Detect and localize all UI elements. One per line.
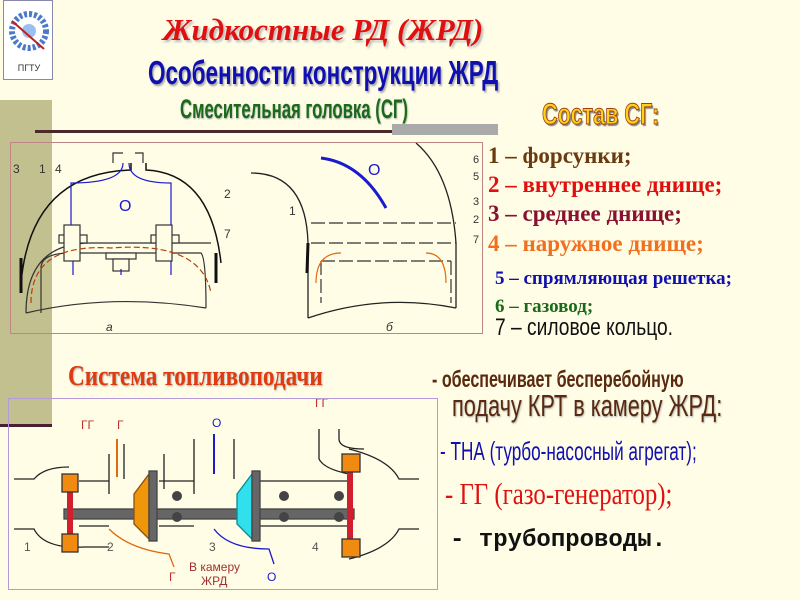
- label-to-chamber-2: ЖРД: [201, 574, 227, 588]
- university-logo: ПГТУ: [3, 0, 53, 80]
- logo-text: ПГТУ: [18, 63, 41, 73]
- label-2-a: 2: [224, 187, 231, 201]
- feed-item-tna: - ТНА (турбо-насосный агрегат);: [440, 436, 697, 466]
- title-rule: [35, 130, 497, 133]
- divider: [0, 424, 52, 427]
- label-to-chamber: В камеру: [189, 560, 240, 574]
- label-6-b: 6: [473, 154, 479, 166]
- title-rule-accent: [392, 124, 498, 135]
- label-3-b: 3: [473, 196, 479, 208]
- label-fuel-in: Г: [117, 418, 124, 432]
- label-4-a: 4: [55, 162, 62, 176]
- label-2: 2: [107, 540, 114, 554]
- composition-item-4: 4 – наружное днище;: [488, 231, 704, 256]
- label-gg-right: ГГ: [315, 399, 328, 410]
- label-2-b: 2: [473, 214, 479, 226]
- label-gg-left: ГГ: [81, 418, 94, 432]
- feed-item-pipes: - трубопроводы.: [450, 527, 667, 554]
- caption-b: б: [386, 320, 394, 332]
- section-title: Смесительная головка (СГ): [180, 94, 408, 124]
- label-oxidizer-a: О: [119, 198, 131, 215]
- turbopump-diagram: ГГ Г О ГГ Г О В камеру ЖРД 1 2 3 4: [8, 396, 438, 590]
- composition-item-2: 2 – внутреннее днище;: [488, 172, 723, 197]
- label-5-b: 5: [473, 171, 479, 183]
- feed-item-gg: - ГГ (газо-генератор);: [445, 476, 673, 511]
- label-1-a: 1: [39, 162, 46, 176]
- label-4: 4: [312, 540, 319, 554]
- label-1-b: 1: [289, 204, 296, 218]
- label-oxidizer-b: О: [368, 162, 380, 179]
- composition-item-7: 7 – силовое кольцо.: [495, 314, 673, 341]
- composition-item-1: 1 – форсунки;: [488, 143, 632, 168]
- feed-system-text-2: подачу КРТ в камеру ЖРД:: [452, 388, 723, 423]
- label-7-b: 7: [473, 234, 479, 246]
- decorative-sidebar-bar: [0, 100, 52, 425]
- composition-item-5: 5 – спрямляющая решетка;: [495, 268, 732, 289]
- label-3: 3: [209, 540, 216, 554]
- label-1: 1: [24, 540, 31, 554]
- composition-item-6: 6 – газовод;: [495, 296, 594, 317]
- caption-a: а: [106, 320, 113, 332]
- slide-subtitle: Особенности конструкции ЖРД: [148, 54, 499, 91]
- feed-system-heading: Система топливоподачи: [68, 360, 323, 392]
- label-7-a: 7: [224, 227, 231, 241]
- label-oxidizer-out: О: [267, 570, 276, 584]
- feed-system-text: - обеспечивает бесперебойную: [432, 366, 684, 392]
- composition-heading: Состав СГ:: [542, 98, 660, 132]
- label-fuel-out: Г: [169, 570, 176, 584]
- composition-item-3: 3 – среднее днище;: [488, 201, 682, 226]
- slide-title: Жидкостные РД (ЖРД): [163, 12, 484, 47]
- label-oxidizer-in: О: [212, 416, 221, 430]
- label-3-a: 3: [13, 162, 20, 176]
- mixing-head-diagram: О 3 1 4 2 7 а О 1 6 5 3 2 7 б: [10, 142, 483, 334]
